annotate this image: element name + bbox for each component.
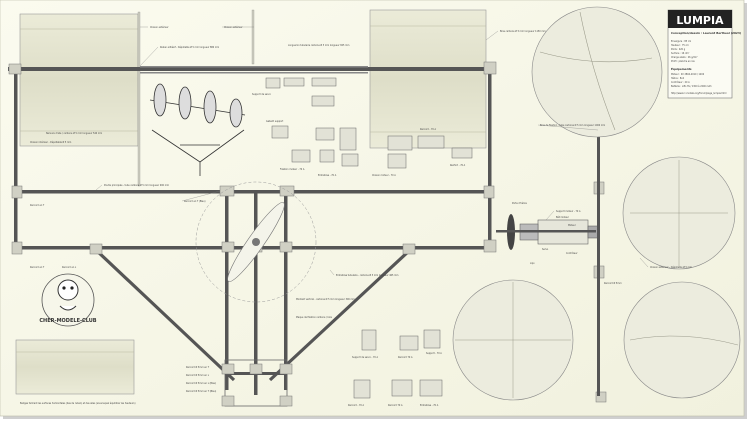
equipment-2: Contrôleur : 20 A <box>671 81 690 84</box>
annotations: Cloison extérieur Cloison extérieur Ruba… <box>20 26 692 407</box>
spec-4: Charge alaire : 26 g/dm² <box>671 56 698 59</box>
designer-credit: Conception/dessin : Laurent Bertheol (20… <box>671 31 742 35</box>
label-bottom-parts-a: Support de servo - 70 A <box>352 356 378 359</box>
left-post <box>14 68 18 250</box>
label-fuselage-spar: Poutre principale - tube carbone Ø 5 mm … <box>104 184 169 187</box>
label-lipo: Lipo <box>530 262 535 265</box>
label-top-spar-right: Longueron tubulaire carbone Ø 5 mm longu… <box>288 44 349 47</box>
label-motor: Moteur <box>568 224 576 227</box>
spec-5: Profil : planche en rev <box>671 60 696 63</box>
label-parts-top: Support de servo <box>252 93 271 96</box>
label-mid-cross: Montant vertical - carbone Ø 5 mm longue… <box>296 298 355 301</box>
plan-url: http://www.rc-models.org/forum/page_lump… <box>671 92 727 95</box>
inner-post-right <box>284 190 288 390</box>
label-small-e: Raccord - 70 A <box>420 128 436 131</box>
label-cloison-interieur: Cloison intérieur - Dépollable Ø 5 mm <box>30 141 71 144</box>
label-bottom-left: Raccord Ø 5mm en T <box>186 366 210 369</box>
tail-boom <box>597 74 600 396</box>
label-rear-raccord: Raccord Ø 5mm <box>604 282 622 285</box>
label-bottom-left4: Raccord Ø 5mm en T (Bleu) <box>186 390 216 393</box>
label-wing-rib-left: Nervure d'aile / carbone Ø 5 mm longueur… <box>46 132 102 135</box>
label-small-c: Cloison moteur - 70 A <box>372 174 396 177</box>
label-bottom-parts-f: Entretoise - 70 A <box>420 404 439 407</box>
club-logo: CHER-MODELE-CLUB <box>39 273 97 327</box>
motor-assembly <box>496 214 599 250</box>
equipment-3: Batterie : LiPo 3S / 1300 à 2200 mAh <box>671 85 712 88</box>
label-bottom-plate: Plaque de fixation carbone / bois <box>296 316 333 319</box>
label-right-struts: Entretoise tubulaire - carbone Ø 5 mm lo… <box>336 274 398 277</box>
right-diagonal-strut <box>268 248 412 382</box>
label-bati-moteur: Bâti moteur <box>556 216 569 219</box>
label-raccord-angle: Raccord en T (Bleu) <box>184 200 206 203</box>
parts-group-bottom <box>353 329 443 399</box>
plane-name: LUMPIA <box>676 14 724 27</box>
label-servo: Servo <box>542 248 549 251</box>
label-small-b: Entretoise - 70 A <box>318 174 337 177</box>
inner-post-left <box>225 190 229 390</box>
label-bottom-parts-e: Raccord 70 A <box>388 404 403 407</box>
label-disc: Cloison extérieur - Dépollable Ø 5 mm <box>650 266 692 269</box>
right-post <box>488 68 492 250</box>
label-rotor: Porte d'hélice <box>512 202 528 205</box>
disc-right-2 <box>623 281 741 399</box>
left-wing-panel <box>19 13 139 147</box>
left-diagonal-strut <box>94 248 236 382</box>
center-vertical-rod <box>251 9 255 65</box>
label-tail: Bras de fixation - tube carbone Ø 5 mm l… <box>540 124 605 127</box>
label-bottom-left3: Raccord Ø 5mm en L (Bleu) <box>186 382 216 385</box>
spec-0: Envergure : 85 cm <box>671 40 691 43</box>
logo-text: CHER-MODELE-CLUB <box>39 318 96 324</box>
leader-lines <box>95 26 649 276</box>
disc-bottom <box>452 279 574 401</box>
disc-top <box>531 6 663 138</box>
label-bottom-parts-b: Raccord 70 A <box>398 356 413 359</box>
label-small-a: Fixation moteur - 70 A <box>280 168 305 171</box>
label-aileron-right: Cloison extérieur <box>224 26 243 29</box>
title-block: LUMPIA Conception/dessin : Laurent Berth… <box>667 9 742 99</box>
label-raccord-t1: Raccord en T <box>30 204 45 207</box>
label-right-top: Bras carbone Ø 5 mm longueur 1150 mm <box>500 30 546 33</box>
label-note: Badges fermant les surfaces horizontales… <box>20 402 136 405</box>
label-bottom-parts-c: Support - 70 A <box>426 352 442 355</box>
label-support-moteur: Support moteur - 70 A <box>556 210 581 213</box>
label-aileron-left: Cloison extérieur <box>150 26 169 29</box>
bottom-left-panel <box>15 339 135 395</box>
label-connector: Contrôleur <box>566 252 578 255</box>
equipment-0: Moteur : KV 2804-2010 / 1200 <box>671 73 705 76</box>
equipment-1: Hélice : 8x4 <box>671 77 685 80</box>
label-raccord-l: Raccord en L <box>62 266 77 269</box>
center-post <box>254 190 258 395</box>
fuselage-sketch <box>149 83 246 176</box>
disc-right-1 <box>622 156 736 270</box>
equipment-title: Équipements <box>671 66 692 71</box>
label-raccord-t2: Raccord en T <box>30 266 45 269</box>
label-bottom-parts-d: Raccord - 70 A <box>348 404 364 407</box>
right-wing-panel <box>369 9 487 149</box>
propeller-disc <box>195 181 317 303</box>
bottom-frame <box>224 359 288 407</box>
label-parts-mid: Gabarit support <box>266 120 283 123</box>
parts-group-top <box>265 77 473 169</box>
label-bottom-left2: Raccord Ø 5mm en L <box>186 374 210 377</box>
spec-2: Poids : 420 g <box>671 48 686 51</box>
label-top-spar: Ruban adhésif - Dépollable Ø 5 mm longue… <box>160 46 219 49</box>
label-small-d: Renfort - 70 A <box>450 164 466 167</box>
spec-3: Surface : 16 dm² <box>671 52 689 55</box>
spec-1: Hauteur : 75 cm <box>671 44 689 47</box>
left-vertical-rod <box>137 11 141 187</box>
top-spar <box>8 67 488 71</box>
